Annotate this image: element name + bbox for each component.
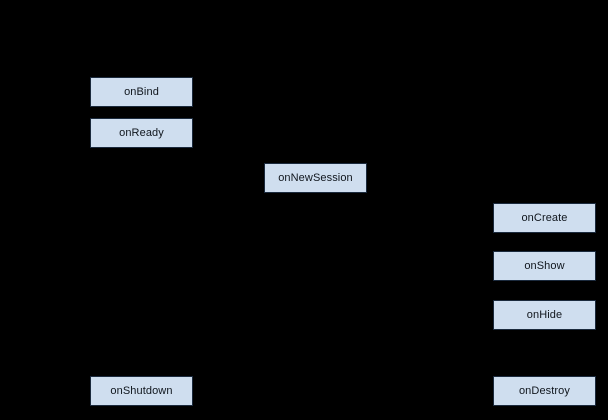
- node-label: onBind: [124, 85, 159, 98]
- node-on-create[interactable]: onCreate: [493, 203, 596, 233]
- node-on-ready[interactable]: onReady: [90, 118, 193, 148]
- node-label: onCreate: [521, 211, 568, 224]
- node-label: onNewSession: [278, 171, 353, 184]
- node-on-new-session[interactable]: onNewSession: [264, 163, 367, 193]
- node-on-shutdown[interactable]: onShutdown: [90, 376, 193, 406]
- node-label: onReady: [119, 126, 164, 139]
- node-on-destroy[interactable]: onDestroy: [493, 376, 596, 406]
- node-on-hide[interactable]: onHide: [493, 300, 596, 330]
- node-on-show[interactable]: onShow: [493, 251, 596, 281]
- node-label: onShutdown: [110, 384, 173, 397]
- node-label: onHide: [526, 308, 563, 321]
- node-on-bind[interactable]: onBind: [90, 77, 193, 107]
- node-label: onShow: [524, 259, 565, 272]
- node-label: onDestroy: [518, 384, 571, 397]
